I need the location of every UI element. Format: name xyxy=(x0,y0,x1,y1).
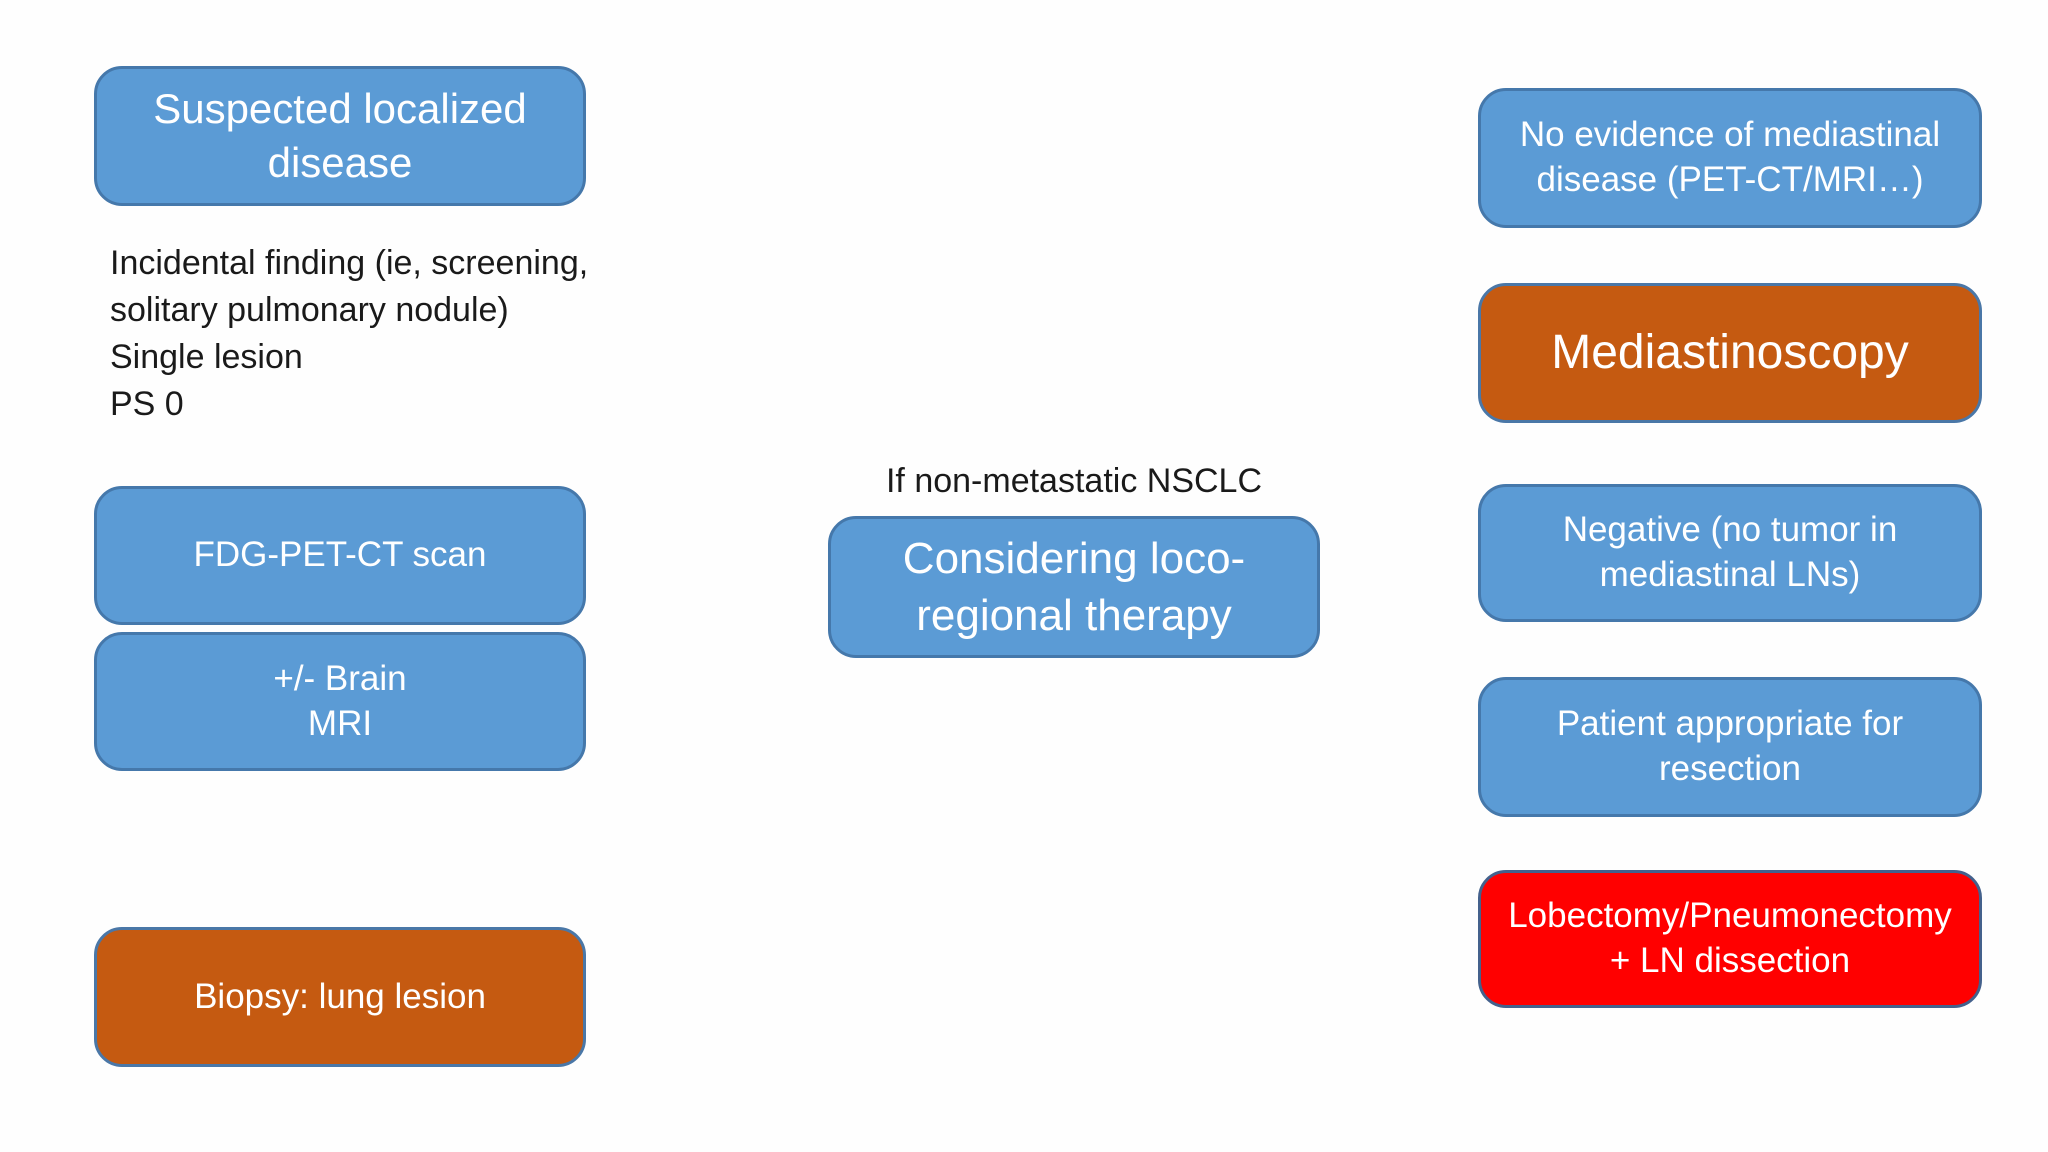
lobectomy-pneumonectomy-box: Lobectomy/Pneumonectomy + LN dissection xyxy=(1478,870,1982,1008)
no-mediastinal-disease-box: No evidence of mediastinal disease (PET-… xyxy=(1478,88,1982,228)
negative-mediastinal-lns-box: Negative (no tumor in mediastinal LNs) xyxy=(1478,484,1982,622)
no-mediastinal-disease-label: No evidence of mediastinal disease (PET-… xyxy=(1519,115,1941,199)
biopsy-lung-lesion-label: Biopsy: lung lesion xyxy=(194,976,486,1016)
suspected-localized-disease-box: Suspected localized disease xyxy=(94,66,586,206)
non-metastatic-condition-label: If non-metastatic NSCLC xyxy=(885,462,1263,500)
considering-locoregional-therapy-label: Considering loco- regional therapy xyxy=(902,533,1246,640)
biopsy-lung-lesion-box: Biopsy: lung lesion xyxy=(94,927,586,1067)
incidental-finding-notes: Incidental finding (ie, screening, solit… xyxy=(110,244,589,423)
lobectomy-pneumonectomy-label: Lobectomy/Pneumonectomy + LN dissection xyxy=(1508,896,1952,980)
patient-appropriate-resection-label: Patient appropriate for resection xyxy=(1556,704,1904,788)
brain-mri-label: +/- Brain MRI xyxy=(273,658,407,743)
mediastinoscopy-label: Mediastinoscopy xyxy=(1551,326,1909,380)
mediastinoscopy-box: Mediastinoscopy xyxy=(1478,283,1982,423)
considering-locoregional-therapy-box: Considering loco- regional therapy xyxy=(828,516,1320,658)
suspected-localized-disease-label: Suspected localized disease xyxy=(153,85,527,186)
negative-mediastinal-lns-label: Negative (no tumor in mediastinal LNs) xyxy=(1562,510,1898,594)
fdg-pet-ct-scan-label: FDG-PET-CT scan xyxy=(193,535,487,575)
fdg-pet-ct-scan-box: FDG-PET-CT scan xyxy=(94,486,586,625)
patient-appropriate-resection-box: Patient appropriate for resection xyxy=(1478,677,1982,817)
brain-mri-box: +/- Brain MRI xyxy=(94,632,586,771)
